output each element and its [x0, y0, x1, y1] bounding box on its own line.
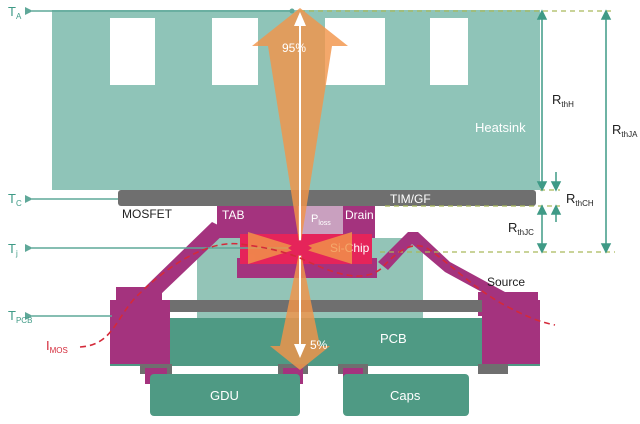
- pcb-right-pad: [482, 300, 540, 364]
- imos-current-curve: [79, 242, 556, 348]
- caps-block: [343, 374, 469, 416]
- gdu-label: GDU: [210, 388, 239, 403]
- heat-split-top-label: 95%: [282, 41, 306, 55]
- heatsink-fin-gap: [110, 18, 155, 85]
- heat-split-bottom-label: 5%: [310, 338, 328, 352]
- heat-flow-left-wing: [248, 232, 300, 264]
- dashed-reference-lines: [300, 10, 615, 253]
- tim-gf-label: TIM/GF: [390, 192, 431, 206]
- total-heat-axis: [294, 12, 306, 358]
- ta-point: [289, 8, 295, 14]
- ploss-label: Ploss: [311, 213, 331, 227]
- pcb: [110, 300, 540, 384]
- ploss-source-marker: [288, 240, 312, 256]
- pcb-left-pad: [110, 300, 170, 364]
- rth-h-label: RthH: [552, 92, 574, 109]
- rth-jc-label: RthJC: [508, 220, 534, 237]
- tj-label: Tj: [8, 241, 18, 258]
- source-label: Source: [487, 275, 525, 289]
- right-lead: [378, 232, 505, 302]
- tc-label: TC: [8, 191, 22, 208]
- rth-ja-label: RthJA: [612, 122, 638, 139]
- mosfet-label: MOSFET: [122, 207, 173, 221]
- rth-ch-label: RthCH: [566, 191, 594, 208]
- heatsink-label: Heatsink: [475, 120, 526, 135]
- pcb-label: PCB: [380, 331, 407, 346]
- tpcb-label: TPCB: [8, 308, 32, 325]
- pcb-bottom-solder: [478, 364, 508, 374]
- drain-label: Drain: [345, 208, 374, 222]
- heatsink-fin-gap: [325, 18, 385, 85]
- pcb-top-solder: [110, 300, 540, 312]
- imos-label: IMOS: [46, 338, 68, 355]
- ta-label: TA: [8, 4, 22, 21]
- resistance-arrows: [536, 9, 612, 254]
- gdu-block: [150, 374, 300, 416]
- heatsink-fin-gap: [212, 18, 258, 85]
- tim-gf-layer: [118, 190, 536, 206]
- heatsink-fin-gap: [430, 18, 468, 85]
- caps-label: Caps: [390, 388, 421, 403]
- tab-label: TAB: [222, 208, 244, 222]
- pcb-board: [110, 318, 540, 366]
- heat-flow-right-wing: [300, 232, 352, 264]
